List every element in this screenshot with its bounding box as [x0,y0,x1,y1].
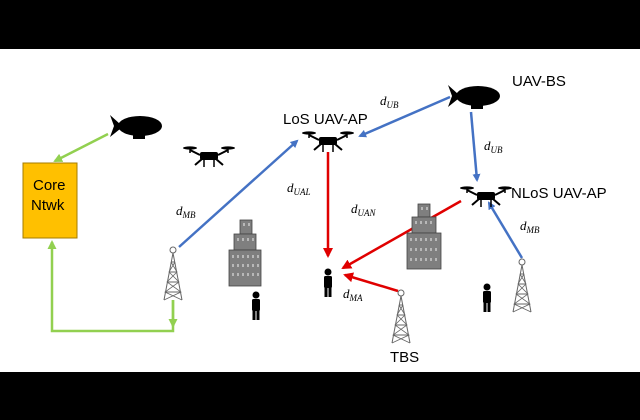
uavbs-to-nlos-link [469,111,481,182]
uav-bs-label: UAV-BS [512,73,566,90]
drone-icon [182,145,236,168]
core-network-label-line2: Ntwk [31,197,65,214]
person-icon [324,268,332,297]
nlos-to-user-link [341,199,462,270]
nlos-uav-ap-label: NLoS UAV-AP [511,185,607,202]
d-uan-label: dUAN [351,201,376,218]
tower-icon [512,258,532,313]
diagram-canvas: Core Ntwk [0,49,640,372]
los-uav-ap-label: LoS UAV-AP [283,111,368,128]
d-mb-left-label: dMB [176,203,196,220]
tbs-tower-icon [391,289,411,344]
person-icon [252,291,260,320]
d-ma-label: dMA [343,286,363,303]
tower-to-core-link [47,240,175,333]
tower-to-nlos-link [487,201,524,259]
d-mb-right-label: dMB [520,218,540,235]
d-ub-right-label: dUB [484,138,503,155]
building-icon [228,219,262,287]
uavbs-to-los-link [358,95,451,138]
d-ub-top-label: dUB [380,93,399,110]
building-icon [406,203,442,270]
bottom-letterbox [0,372,640,420]
network-diagram: Core Ntwk [22,73,607,366]
d-ual-label: dUAL [287,180,311,197]
tbs-to-user-link [343,272,399,293]
uav-bs-blimp-icon [448,85,500,109]
tower-icon [163,246,183,301]
nlos-uav-ap-drone-icon [459,185,513,208]
core-network-box [22,162,78,239]
los-uav-ap-drone-icon [301,130,355,153]
tbs-label: TBS [390,349,419,366]
tower-to-los-link [178,139,299,248]
person-icon [483,283,491,312]
blimp-to-core-link [53,132,109,163]
top-letterbox [0,0,640,49]
core-network-label-line1: Core [33,177,66,194]
blimp-icon [110,115,162,139]
